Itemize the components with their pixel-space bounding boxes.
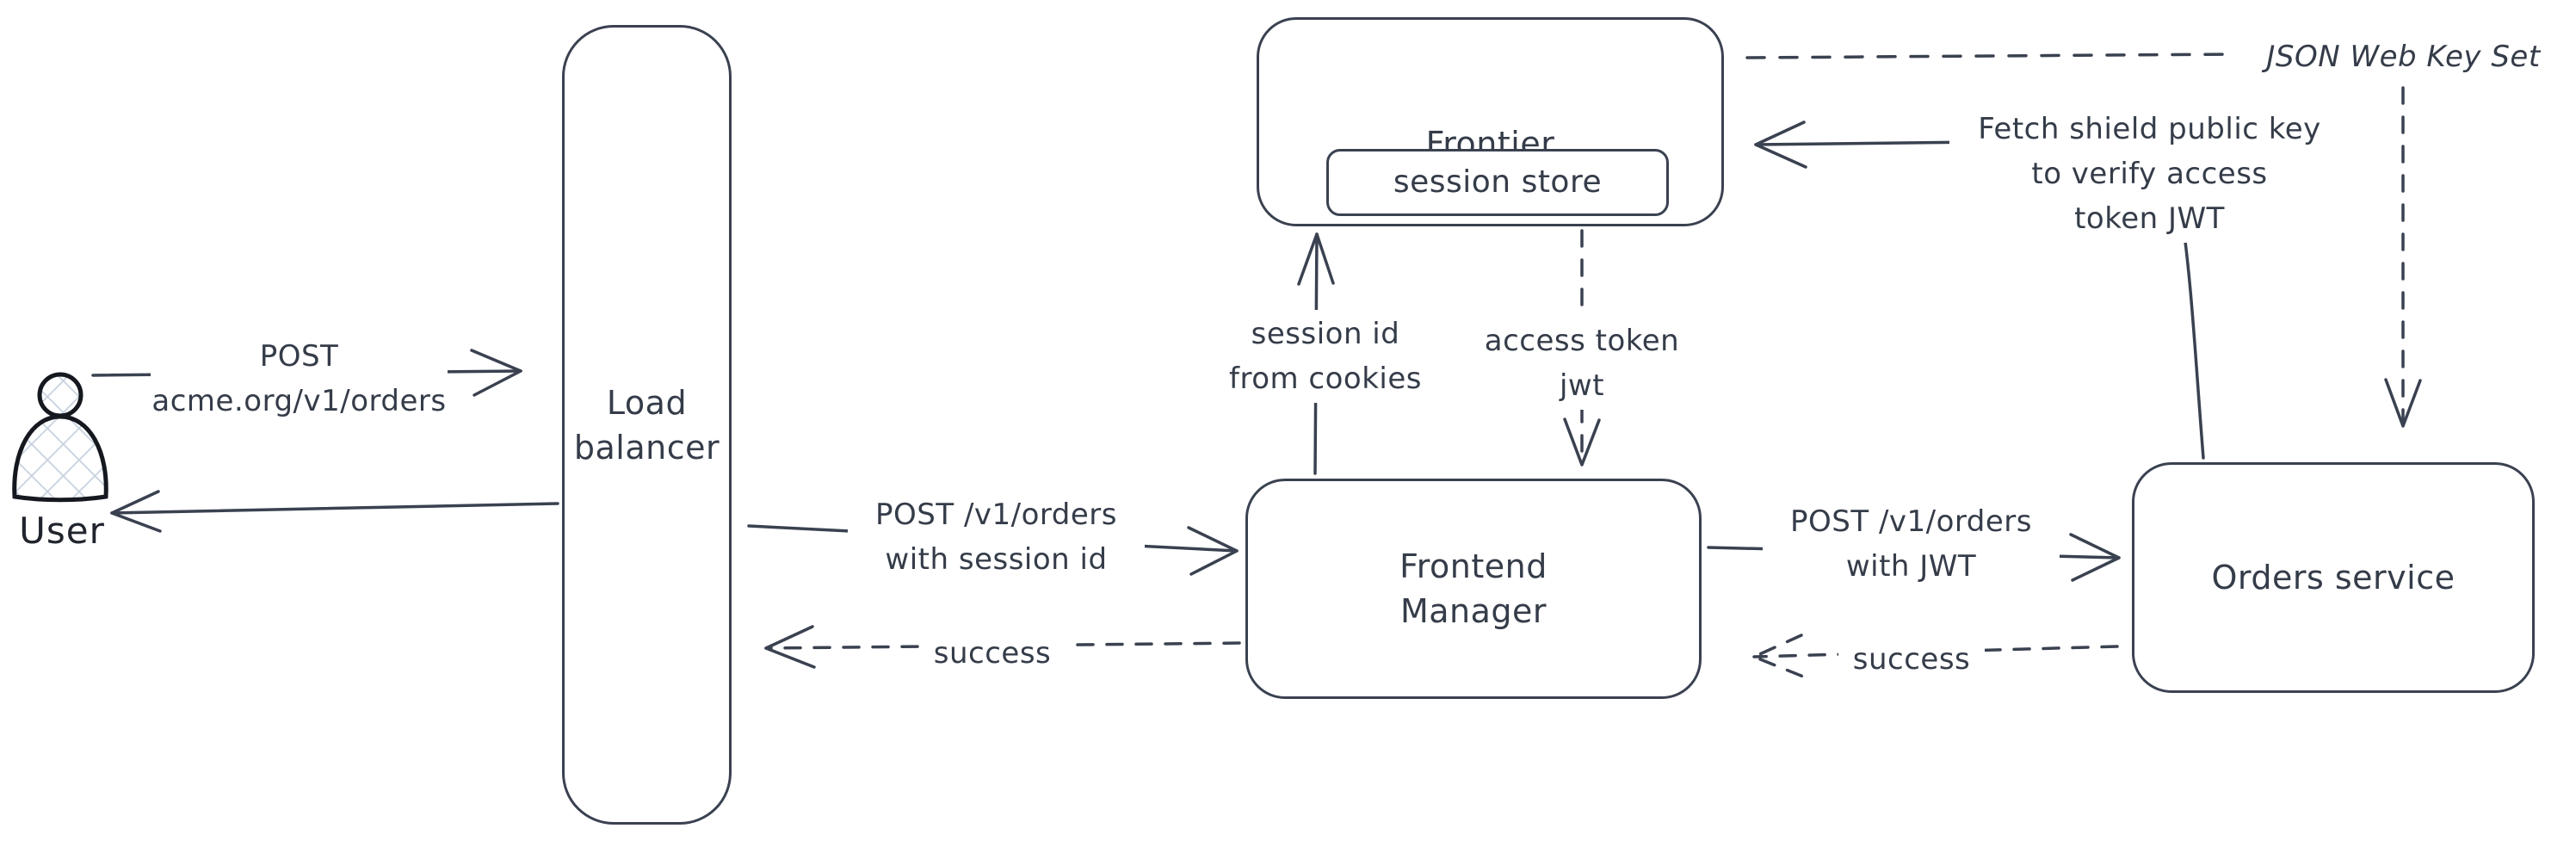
frontend-manager-node: Frontend Manager	[1245, 479, 1702, 699]
frontend-manager-label: Frontend Manager	[1399, 547, 1547, 630]
session-store-node: session store	[1326, 149, 1669, 216]
frontier-node: Frontier session store	[1257, 17, 1724, 226]
label-success-left: success	[919, 629, 1066, 677]
arrow-load-balancer-to-user	[110, 490, 559, 533]
label-fetch-shield-public-key: Fetch shield public key to verify access…	[1949, 105, 2350, 243]
session-store-label: session store	[1393, 164, 1603, 200]
arrow-jwks-to-orders-service	[2384, 86, 2422, 428]
label-post-orders-session-id: POST /v1/orders with session id	[848, 491, 1145, 584]
load-balancer-node: Load balancer	[562, 25, 732, 825]
user-label: User	[19, 510, 105, 552]
orders-service-label: Orders service	[2211, 559, 2456, 597]
orders-service-node: Orders service	[2132, 462, 2535, 693]
user-icon	[12, 372, 108, 503]
label-session-id-from-cookies: session id from cookies	[1205, 310, 1446, 403]
load-balancer-label: Load balancer	[573, 383, 720, 467]
label-access-token-jwt: access token jwt	[1457, 317, 1707, 410]
label-post-orders-with-jwt: POST /v1/orders with JWT	[1763, 498, 2060, 590]
label-success-right: success	[1838, 635, 1985, 683]
line-frontier-to-jwks	[1745, 53, 2233, 59]
label-post-acme-orders: POST acme.org/v1/orders	[151, 332, 448, 425]
label-json-web-key-set: JSON Web Key Set	[2238, 33, 2569, 81]
